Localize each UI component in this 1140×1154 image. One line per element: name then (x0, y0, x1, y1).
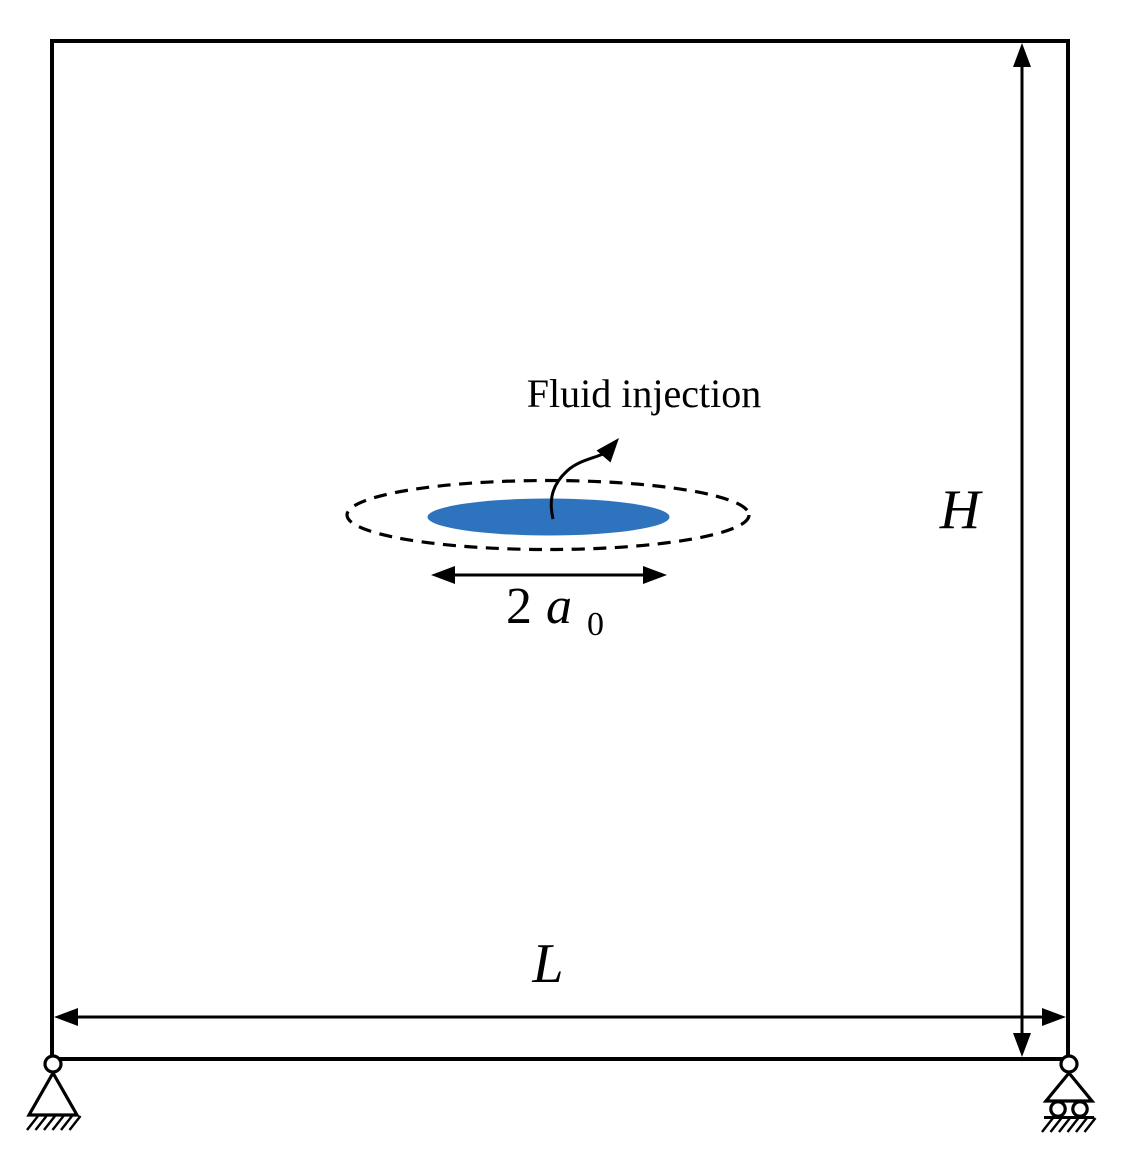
crack-dim-right-arrowhead-icon (643, 566, 667, 584)
height-dim-bottom-arrowhead-icon (1013, 1033, 1031, 1057)
crack-length-dimension-arrow (431, 566, 667, 584)
roller-support-icon (1041, 1054, 1097, 1133)
height-dimension-arrow (1013, 43, 1031, 1057)
roller-left-wheel (1049, 1100, 1067, 1118)
fluid-injection-label: Fluid injection (527, 371, 761, 416)
roller-support-ground-hatching (1041, 1117, 1097, 1133)
height-dim-top-arrowhead-icon (1013, 43, 1031, 67)
pin-support-ground-hatching (26, 1115, 82, 1131)
injection-arrow-curve (549, 452, 604, 520)
crack-length-prefix: 2 (506, 578, 532, 635)
pin-support-triangle (26, 1069, 80, 1117)
crack-length-symbol: a (546, 578, 572, 635)
crack-dim-left-arrowhead-icon (431, 566, 455, 584)
domain-rect (50, 39, 1070, 1061)
injection-arrowhead-icon (596, 438, 619, 463)
length-dim-right-arrowhead-icon (1042, 1008, 1066, 1026)
pin-support-icon (26, 1054, 82, 1131)
pin-support-hinge (43, 1054, 63, 1074)
length-dim-left-arrowhead-icon (54, 1008, 78, 1026)
crack-length-label: 2 a 0 (506, 578, 604, 643)
dashed-ellipse (345, 478, 751, 552)
height-label: H (939, 479, 983, 541)
roller-support-triangle (1042, 1070, 1096, 1103)
crack-ellipse (427, 498, 670, 536)
roller-support-hinge (1059, 1054, 1079, 1074)
injection-arrow (549, 438, 619, 520)
crack-length-subscript: 0 (587, 606, 604, 643)
roller-right-wheel (1071, 1100, 1089, 1118)
length-dimension-arrow (54, 1008, 1066, 1026)
length-label: L (531, 933, 563, 995)
